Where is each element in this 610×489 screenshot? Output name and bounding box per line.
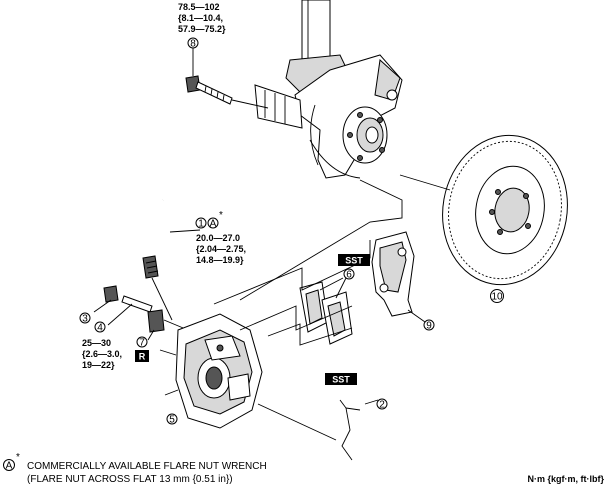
brake-pads <box>299 277 353 345</box>
callout-9: 9 <box>423 319 435 332</box>
callout-10: 10 <box>490 289 504 303</box>
knuckle-bolt <box>185 48 269 109</box>
marker-a-star: * <box>219 210 223 221</box>
caliper-spring <box>339 399 379 461</box>
callout-5-label: 5 <box>169 415 175 426</box>
steering-knuckle-assembly <box>254 0 403 179</box>
footnote-line1: COMMERCIALLY AVAILABLE FLARE NUT WRENCH <box>27 461 267 472</box>
sst-badge-upper-label: SST <box>345 256 363 266</box>
callout-3-label: 3 <box>82 314 88 325</box>
sst-badge-lower: SST <box>325 373 357 385</box>
brake-hose <box>138 198 201 321</box>
torque-bolt-line2: {2.6—3.0, <box>82 349 122 359</box>
footnote-line2: (FLARE NUT ACROSS FLAT 13 mm {0.51 in}) <box>27 474 233 485</box>
torque-bolt-line3: 19—22} <box>82 360 115 370</box>
callout-8: 8 <box>187 37 199 50</box>
footnote-star: * <box>16 452 20 463</box>
callout-4-label: 4 <box>97 323 103 334</box>
callout-2: 2 <box>376 398 388 411</box>
caliper-bracket <box>371 231 426 323</box>
torque-hose-line3: 14.8—19.9} <box>196 255 244 265</box>
marker-a-hose: A * <box>207 210 223 230</box>
brake-caliper <box>159 313 263 429</box>
sst-badge-lower-label: SST <box>332 375 350 385</box>
torque-spec-bolt-7: 25—30 {2.6—3.0, 19—22} <box>82 338 122 370</box>
assembly-guide-lines <box>213 179 403 441</box>
callout-1: 1 <box>195 217 207 230</box>
torque-top-line3: 57.9—75.2} <box>178 24 226 34</box>
torque-top-line1: 78.5—102 <box>178 2 220 12</box>
callout-6-label: 6 <box>346 270 352 281</box>
torque-spec-hose-1: 20.0—27.0 {2.04—2.75, 14.8—19.9} <box>196 233 246 265</box>
marker-a-hose-label: A <box>210 219 217 230</box>
callout-8-label: 8 <box>190 39 196 50</box>
bleeder-parts <box>93 285 201 341</box>
torque-top-line2: {8.1—10.4, <box>178 13 223 23</box>
callout-2-label: 2 <box>379 400 385 411</box>
replace-badge-label: R <box>139 352 146 362</box>
callout-5: 5 <box>166 413 178 426</box>
callout-3: 3 <box>79 312 91 325</box>
torque-units: N·m {kgf·m, ft·lbf} <box>528 474 605 484</box>
callout-1-label: 1 <box>198 219 204 230</box>
replace-badge: R <box>135 350 149 362</box>
sst-badge-upper: SST <box>338 254 370 266</box>
callout-10-label: 10 <box>491 292 503 303</box>
callout-7: 7 <box>136 336 148 349</box>
callout-4: 4 <box>94 321 106 334</box>
callout-7-label: 7 <box>139 338 145 349</box>
callout-9-label: 9 <box>426 321 432 332</box>
callout-6: 6 <box>343 268 355 281</box>
footnote-marker: A <box>6 461 13 472</box>
torque-bolt-line1: 25—30 <box>82 338 111 348</box>
torque-hose-line2: {2.04—2.75, <box>196 244 246 254</box>
torque-hose-line1: 20.0—27.0 <box>196 233 240 243</box>
brake-disc <box>399 134 568 286</box>
torque-spec-bolt-8: 78.5—102 {8.1—10.4, 57.9—75.2} <box>178 2 226 34</box>
footnote: A * COMMERCIALLY AVAILABLE FLARE NUT WRE… <box>3 452 267 485</box>
